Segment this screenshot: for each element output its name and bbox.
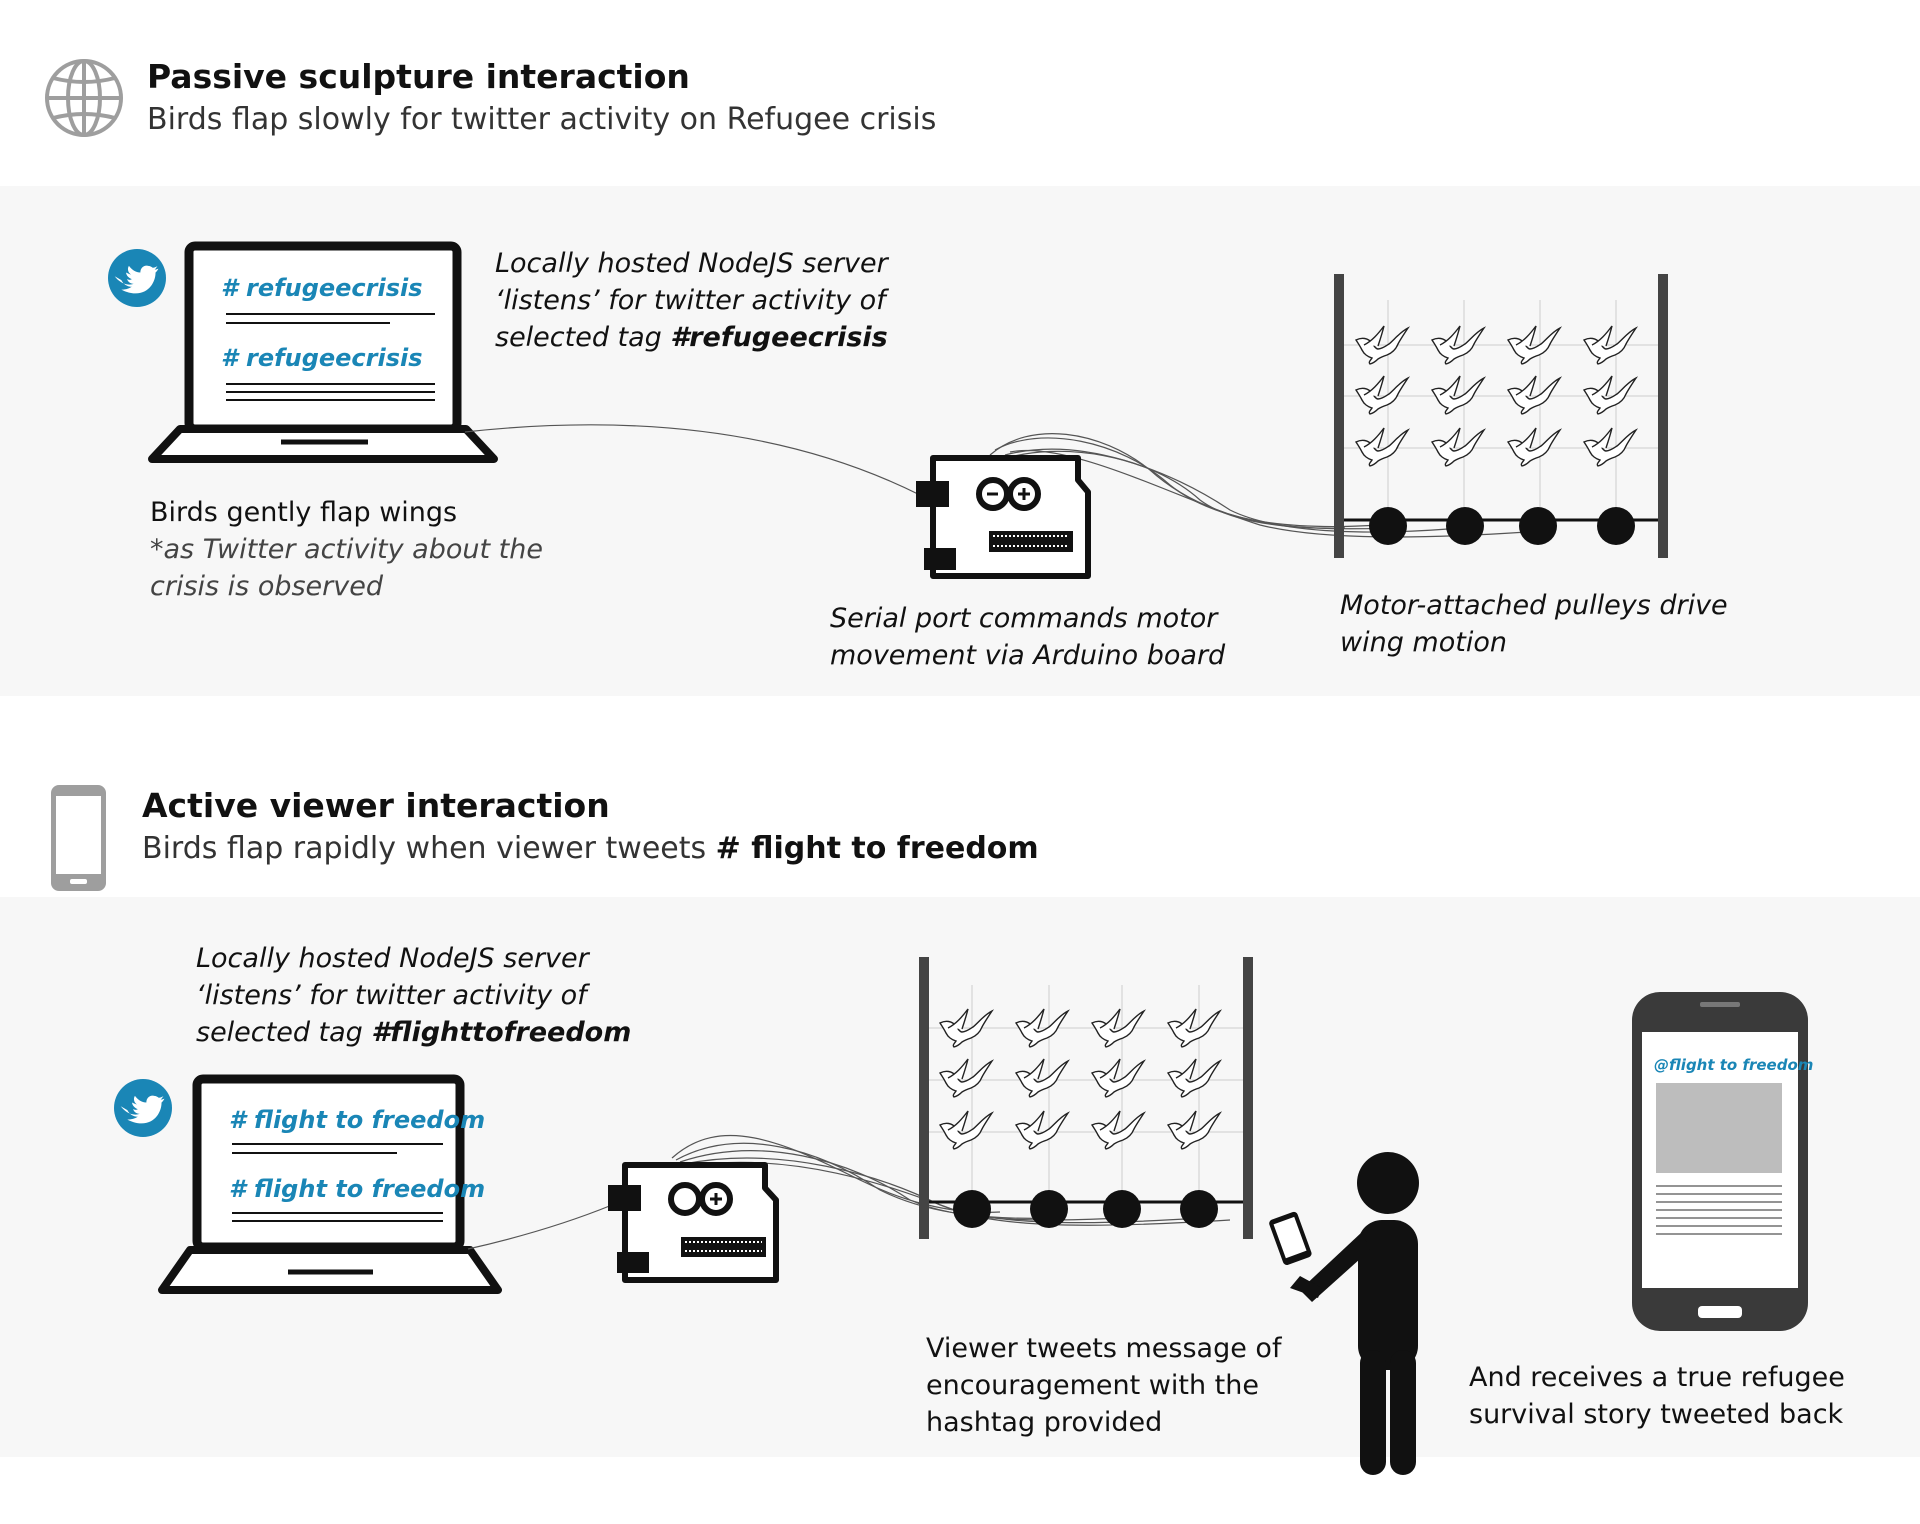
laptop-tag: # refugeecrisis [221,344,423,372]
person-icon [1269,1152,1419,1475]
laptop-icon [158,1074,502,1294]
caption-line: encouragement with the [926,1370,1259,1401]
caption-line: ‘listens’ for twitter activity of [196,980,587,1011]
birds-caption: Birds gently flap wings *as Twitter acti… [150,494,543,605]
active-subtitle: Birds flap rapidly when viewer tweets # … [142,831,1039,866]
receive-caption: And receives a true refugee survival sto… [1469,1359,1845,1433]
caption-line: hashtag provided [926,1407,1163,1438]
active-title: Active viewer interaction [142,786,610,825]
caption-line: ‘listens’ for twitter activity of [495,285,886,316]
caption-line: movement via Arduino board [830,640,1226,671]
twitter-icon [108,249,166,307]
caption-note: crisis is observed [150,571,383,602]
caption-line: Motor-attached pulleys drive [1340,590,1728,621]
passive-title: Passive sculpture interaction [147,57,690,96]
caption-line: Locally hosted NodeJS server [495,248,888,279]
bird-sculpture-icon [919,957,1253,1239]
globe-icon [45,59,123,137]
server-caption: Locally hosted NodeJS server ‘listens’ f… [495,245,888,356]
passive-subtitle: Birds flap slowly for twitter activity o… [147,102,937,137]
laptop-tag: # flight to freedom [229,1106,486,1134]
caption-line: selected tag #flighttofreedom [196,1014,631,1051]
caption-line: wing motion [1340,627,1507,658]
caption-note: *as Twitter activity about the [150,534,543,565]
hashtag: #flighttofreedom [371,1017,632,1048]
hashtag: #refugeecrisis [670,322,888,353]
caption-text: selected tag [196,1017,372,1048]
caption-line: And receives a true refugee [1469,1362,1845,1393]
twitter-icon [114,1079,172,1137]
caption-line: survival story tweeted back [1469,1399,1844,1430]
pulley-caption: Motor-attached pulleys drive wing motion [1340,587,1728,661]
laptop-tag: # refugeecrisis [221,274,423,302]
caption-line: Locally hosted NodeJS server [196,943,589,974]
arduino-icon [608,1162,779,1283]
viewer-caption: Viewer tweets message of encouragement w… [926,1330,1281,1441]
caption-text: selected tag [495,322,671,353]
server-caption: Locally hosted NodeJS server ‘listens’ f… [196,940,631,1051]
smartphone-icon [51,785,106,891]
laptop-icon [148,241,498,463]
subtitle-text: Birds flap rapidly when viewer tweets [142,831,716,866]
caption-line: Viewer tweets message of [926,1333,1282,1364]
arduino-caption: Serial port commands motor movement via … [830,600,1225,674]
laptop-tag: # flight to freedom [229,1175,486,1203]
bird-sculpture-icon [1334,274,1668,558]
caption-line: Birds gently flap wings [150,497,458,528]
arduino-icon [916,455,1091,579]
hashtag: # flight to freedom [715,831,1039,866]
phone-handle: @flight to freedom [1654,1056,1814,1074]
caption-line: selected tag #refugeecrisis [495,319,888,356]
caption-line: Serial port commands motor [830,603,1218,634]
phone-icon [1632,992,1808,1331]
